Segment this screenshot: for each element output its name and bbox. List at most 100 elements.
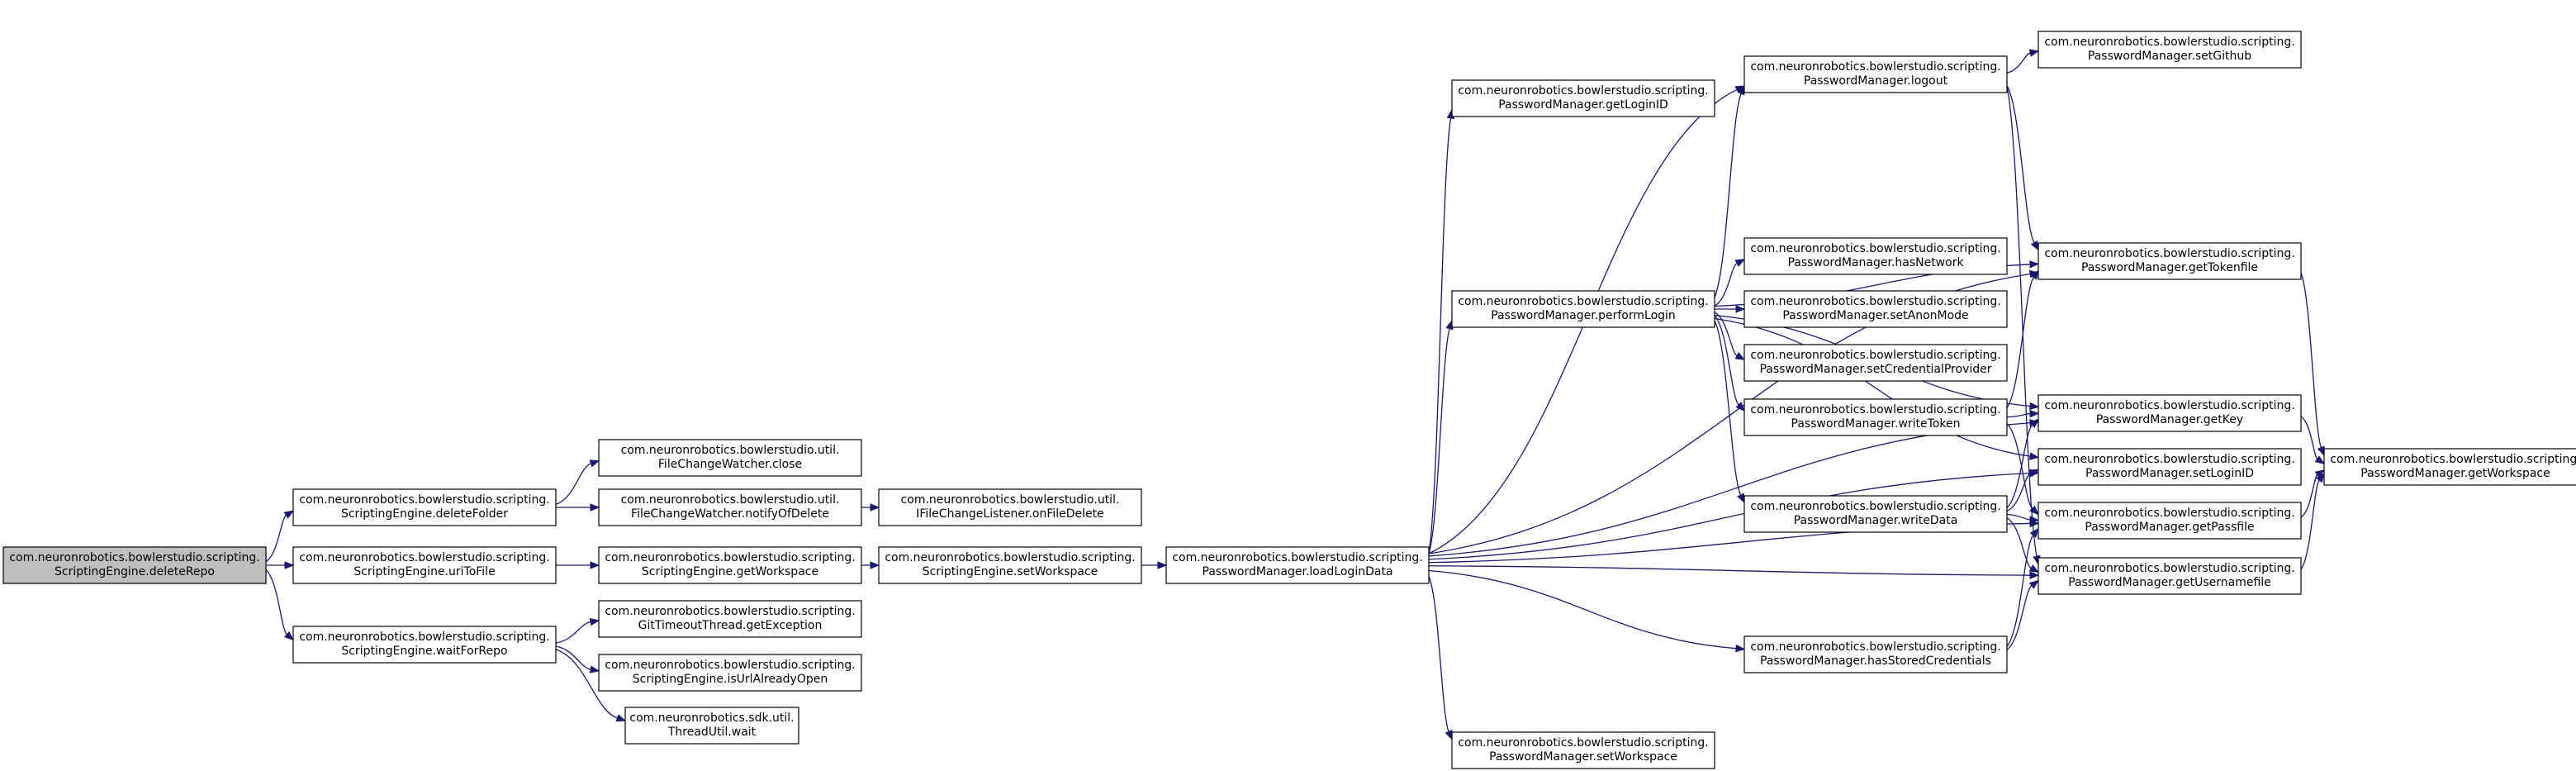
node-get-tokenfile[interactable]: com.neuronrobotics.bowlerstudio.scriptin… <box>2038 242 2302 280</box>
nodes-layer: com.neuronrobotics.bowlerstudio.scriptin… <box>2 31 2576 769</box>
arrowhead <box>284 561 295 569</box>
node-box <box>1451 79 1715 117</box>
node-method-label: PasswordManager.performLogin <box>1491 309 1676 322</box>
node-package-label: com.neuronrobotics.bowlerstudio.scriptin… <box>2044 399 2294 412</box>
node-box <box>1165 546 1430 584</box>
node-method-label: ScriptingEngine.getWorkspace <box>642 565 818 578</box>
node-method-label: PasswordManager.setWorkspace <box>1489 750 1677 764</box>
node-fcw-close[interactable]: com.neuronrobotics.bowlerstudio.util.Fil… <box>598 439 862 477</box>
edge-perform-login-to-write-token <box>1714 315 1739 406</box>
node-box <box>1743 495 2008 533</box>
node-box <box>292 546 557 584</box>
node-package-label: com.neuronrobotics.bowlerstudio.scriptin… <box>1750 60 2000 74</box>
node-wait-for-repo[interactable]: com.neuronrobotics.bowlerstudio.scriptin… <box>292 626 557 664</box>
edge-perform-login-to-set-credential-provider <box>1714 312 1738 356</box>
node-method-label: PasswordManager.getTokenfile <box>2081 261 2258 274</box>
arrowhead <box>589 618 600 626</box>
node-se-get-workspace[interactable]: com.neuronrobotics.bowlerstudio.scriptin… <box>598 546 862 584</box>
arrowhead <box>283 510 295 519</box>
edge-get-passfile-to-pm-get-workspace <box>2300 474 2318 518</box>
node-package-label: com.neuronrobotics.bowlerstudio.scriptin… <box>1750 403 2000 416</box>
node-set-credential-provider[interactable]: com.neuronrobotics.bowlerstudio.scriptin… <box>1743 344 2008 382</box>
arrowhead <box>870 561 880 569</box>
node-method-label: PasswordManager.getKey <box>2096 413 2243 426</box>
arrowhead <box>1735 402 1745 412</box>
node-write-data[interactable]: com.neuronrobotics.bowlerstudio.scriptin… <box>1743 495 2008 533</box>
node-set-login-id[interactable]: com.neuronrobotics.bowlerstudio.scriptin… <box>2038 448 2302 486</box>
node-set-github[interactable]: com.neuronrobotics.bowlerstudio.scriptin… <box>2038 31 2302 69</box>
arrowhead <box>2029 571 2040 579</box>
node-package-label: com.neuronrobotics.bowlerstudio.scriptin… <box>299 551 549 564</box>
arrowhead <box>2029 409 2040 418</box>
node-method-label: PasswordManager.writeData <box>1794 514 1958 527</box>
node-package-label: com.neuronrobotics.bowlerstudio.scriptin… <box>885 551 1135 564</box>
edge-perform-login-to-set-login-id <box>1714 317 2031 457</box>
edge-has-stored-credentials-to-get-passfile <box>2006 535 2034 647</box>
arrowhead <box>1157 561 1168 569</box>
node-package-label: com.neuronrobotics.bowlerstudio.scriptin… <box>2044 507 2294 520</box>
node-pm-get-login-id[interactable]: com.neuronrobotics.bowlerstudio.scriptin… <box>1451 79 1715 117</box>
node-package-label: com.neuronrobotics.bowlerstudio.scriptin… <box>1750 640 2000 654</box>
node-method-label: ScriptingEngine.uriToFile <box>353 565 495 578</box>
edge-load-login-data-to-get-key <box>1428 422 2031 557</box>
node-method-label: PasswordManager.hasStoredCredentials <box>1760 654 1991 668</box>
edge-load-login-data-to-perform-login <box>1428 328 1450 554</box>
node-on-file-delete[interactable]: com.neuronrobotics.bowlerstudio.util.IFi… <box>878 488 1142 526</box>
node-box <box>1743 290 2008 328</box>
node-fcw-notify[interactable]: com.neuronrobotics.bowlerstudio.util.Fil… <box>598 488 862 526</box>
node-method-label: PasswordManager.getUsernamefile <box>2068 576 2271 589</box>
node-delete-folder[interactable]: com.neuronrobotics.bowlerstudio.scriptin… <box>292 488 557 526</box>
node-pm-set-workspace[interactable]: com.neuronrobotics.bowlerstudio.scriptin… <box>1451 731 1715 769</box>
node-get-passfile[interactable]: com.neuronrobotics.bowlerstudio.scriptin… <box>2038 502 2302 540</box>
node-set-anon-mode[interactable]: com.neuronrobotics.bowlerstudio.scriptin… <box>1743 290 2008 328</box>
node-box <box>1743 635 2008 673</box>
node-delete-repo[interactable]: com.neuronrobotics.bowlerstudio.scriptin… <box>2 546 267 584</box>
arrowhead <box>2029 527 2039 538</box>
node-package-label: com.neuronrobotics.bowlerstudio.util. <box>901 493 1120 507</box>
edge-load-login-data-to-has-stored-credentials <box>1428 569 1737 650</box>
node-package-label: com.neuronrobotics.bowlerstudio.scriptin… <box>605 605 855 618</box>
node-box <box>1743 344 2008 382</box>
edge-load-login-data-to-pm-get-login-id <box>1428 117 1452 554</box>
node-load-login-data[interactable]: com.neuronrobotics.bowlerstudio.scriptin… <box>1165 546 1430 584</box>
node-logout[interactable]: com.neuronrobotics.bowlerstudio.scriptin… <box>1743 55 2008 93</box>
node-method-label: ScriptingEngine.deleteRepo <box>55 565 215 578</box>
node-get-exception[interactable]: com.neuronrobotics.bowlerstudio.scriptin… <box>598 600 862 638</box>
node-box <box>2038 242 2302 280</box>
arrowhead <box>2029 418 2039 428</box>
arrowhead <box>2317 445 2325 457</box>
node-has-network[interactable]: com.neuronrobotics.bowlerstudio.scriptin… <box>1743 237 2008 275</box>
arrowhead <box>2314 469 2326 478</box>
node-perform-login[interactable]: com.neuronrobotics.bowlerstudio.scriptin… <box>1451 290 1715 328</box>
node-package-label: com.neuronrobotics.bowlerstudio.scriptin… <box>1750 349 2000 362</box>
arrowhead <box>1734 351 1746 360</box>
edge-delete-folder-to-fcw-close <box>555 463 591 506</box>
node-uri-to-file[interactable]: com.neuronrobotics.bowlerstudio.scriptin… <box>292 546 557 584</box>
node-method-label: IFileChangeListener.onFileDelete <box>916 507 1104 521</box>
edge-logout-to-get-tokenfile <box>2006 85 2035 244</box>
node-method-label: ScriptingEngine.waitForRepo <box>341 645 507 658</box>
node-se-set-workspace[interactable]: com.neuronrobotics.bowlerstudio.scriptin… <box>878 546 1142 584</box>
node-method-label: PasswordManager.logout <box>1804 74 1948 88</box>
node-has-stored-credentials[interactable]: com.neuronrobotics.bowlerstudio.scriptin… <box>1743 635 2008 673</box>
node-package-label: com.neuronrobotics.bowlerstudio.scriptin… <box>1458 84 1708 98</box>
node-get-usernamefile[interactable]: com.neuronrobotics.bowlerstudio.scriptin… <box>2038 557 2302 595</box>
node-box <box>2038 557 2302 595</box>
arrowhead <box>589 459 600 468</box>
arrowhead <box>2030 269 2039 280</box>
edge-has-stored-credentials-to-get-usernamefile <box>2006 585 2033 650</box>
node-box <box>598 546 862 584</box>
node-thread-wait[interactable]: com.neuronrobotics.sdk.util.ThreadUtil.w… <box>624 707 799 745</box>
arrowhead <box>589 665 600 673</box>
node-package-label: com.neuronrobotics.bowlerstudio.util. <box>621 493 840 507</box>
node-is-url-already-open[interactable]: com.neuronrobotics.bowlerstudio.scriptin… <box>598 654 862 692</box>
node-box <box>1451 731 1715 769</box>
node-get-key[interactable]: com.neuronrobotics.bowlerstudio.scriptin… <box>2038 394 2302 432</box>
edge-perform-login-to-logout <box>1714 93 1742 298</box>
node-method-label: PasswordManager.loadLoginData <box>1202 565 1392 578</box>
arrowhead <box>2314 455 2326 464</box>
arrowhead <box>2029 505 2039 516</box>
node-write-token[interactable]: com.neuronrobotics.bowlerstudio.scriptin… <box>1743 398 2008 436</box>
node-pm-get-workspace[interactable]: com.neuronrobotics.bowlerstudio.scriptin… <box>2323 448 2576 486</box>
edge-wait-for-repo-to-thread-wait <box>555 649 618 719</box>
